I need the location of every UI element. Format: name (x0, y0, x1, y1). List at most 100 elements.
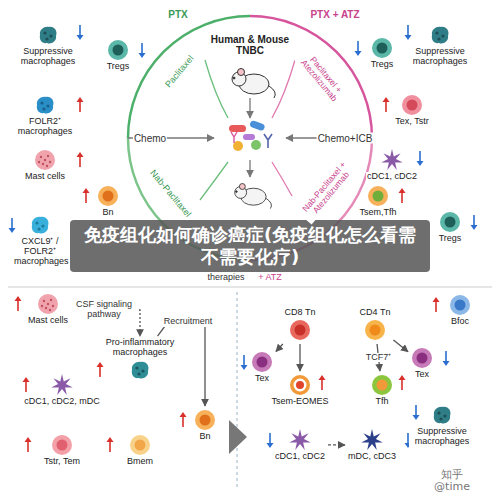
cell-node: Tfh (370, 373, 394, 407)
change-arrow-head (77, 152, 84, 157)
change-arrow (243, 355, 245, 365)
cell-label: cDC1, cDC2, mDC (23, 397, 101, 407)
overlay-band (70, 220, 430, 272)
connector (158, 322, 205, 406)
change-arrow-head (77, 97, 84, 102)
change-arrow (182, 417, 184, 427)
change-arrows (9, 25, 478, 452)
cell-label: Mast cells (24, 172, 66, 182)
cell-label: Mast cells (27, 316, 69, 326)
cell-label: Tregs (106, 62, 131, 72)
change-arrow-head (9, 228, 16, 233)
change-arrow (11, 218, 13, 228)
cell-label: Suppressive macrophages (409, 427, 475, 447)
cell-label: Tsem-EOMES (270, 397, 329, 407)
overlay-title: 免疫组化如何确诊癌症(免疫组化怎么看需不需要化疗) (74, 224, 426, 268)
cell-icon (360, 428, 384, 452)
cell-label: Bn (101, 208, 114, 218)
change-arrow-head (319, 375, 326, 380)
change-arrow (435, 302, 437, 312)
branch-lines (200, 60, 295, 200)
change-arrow-head (355, 51, 362, 56)
change-arrow-head (405, 35, 412, 40)
cell-node: Tregs (370, 36, 395, 70)
chevron-arrow (229, 420, 247, 454)
therapy-label: Paclitaxel (163, 53, 197, 90)
change-arrow-head (25, 437, 32, 442)
cell-label: Bn (198, 432, 211, 442)
cell-icon (380, 148, 404, 172)
therapy-label: PTX (167, 9, 188, 20)
change-arrow (79, 157, 81, 167)
cell-label: Tsem,Tfh (358, 208, 397, 218)
cell-icon (193, 408, 217, 432)
cell-icon (50, 433, 74, 457)
cell-icon (50, 373, 74, 397)
cell-icon (36, 292, 60, 316)
cell-icon (128, 433, 152, 457)
change-arrow (141, 43, 143, 53)
change-arrow-head (417, 161, 424, 166)
drug-pills (229, 120, 272, 151)
change-arrow (269, 433, 271, 443)
change-arrow (321, 380, 323, 390)
change-arrow-head (107, 437, 114, 442)
change-arrow (415, 405, 417, 415)
therapy-label: PTX + ATZ (309, 9, 360, 20)
cell-node: Mast cells (24, 148, 66, 182)
cell-node: Tsem-EOMES (270, 373, 329, 407)
change-arrow-head (241, 365, 248, 370)
cell-label: FOLR2⁺ macrophages (12, 117, 78, 137)
edge-label: Recruitment (162, 317, 215, 327)
cell-icon (288, 428, 312, 452)
cell-label: Bmem (126, 457, 154, 467)
cell-label: Suppressive macrophages (15, 47, 81, 67)
change-arrow-head (399, 188, 406, 193)
cell-node: CD8 Tn (284, 308, 317, 342)
cell-label: Tex (254, 374, 270, 384)
cell-node: Tex (410, 346, 434, 380)
change-arrow-head (83, 188, 90, 193)
cell-node: CD4 Tn (359, 308, 392, 342)
cell-node: Tregs (106, 38, 131, 72)
watermark: 知乎 @time (428, 469, 476, 493)
change-arrow (99, 367, 101, 377)
change-arrow-head (23, 377, 30, 382)
section-divider (8, 287, 492, 288)
connector (299, 344, 300, 371)
cell-node: Suppressive macrophages (15, 23, 81, 67)
connector (328, 444, 345, 445)
change-arrow-head (399, 375, 406, 380)
cell-label: Tex (414, 370, 430, 380)
cell-icon (250, 350, 274, 374)
change-arrow-head (433, 297, 440, 302)
cell-label: Tregs (370, 60, 395, 70)
change-arrow (407, 25, 409, 35)
change-arrow-head (413, 415, 420, 420)
cell-label: CD8 Tn (284, 308, 317, 318)
cell-label: Suppressive macrophages (407, 47, 473, 67)
cell-node: cDC1, cDC2 (366, 148, 418, 182)
cell-node: Tstr, Tem (43, 433, 81, 467)
cell-icon (28, 213, 52, 237)
section-divider (237, 292, 238, 490)
change-arrow-head (139, 53, 146, 58)
change-arrow (385, 102, 387, 112)
cell-icon (430, 403, 454, 427)
cell-icon (288, 318, 312, 342)
cell-label: Pro-inflammatory macrophages (98, 338, 182, 358)
cell-node: Mast cells (27, 292, 69, 326)
change-arrow (401, 193, 403, 203)
cell-icon (36, 23, 60, 47)
cell-label: Bfoc (450, 317, 470, 327)
cell-node: Tex, Tstr (394, 93, 429, 127)
therapy-label: Nab-Paclitaxel + Atezolizumab (297, 156, 359, 225)
cell-node: cDC1, cDC2, mDC (23, 373, 101, 407)
cell-label: cDC1, cDC2 (366, 172, 418, 182)
change-arrow (17, 301, 19, 311)
therapy-label: Chemo (133, 133, 167, 144)
cell-icon (366, 184, 390, 208)
connector (393, 340, 408, 352)
cell-icon (400, 93, 424, 117)
edge-label: CSF signaling pathway (71, 300, 137, 320)
